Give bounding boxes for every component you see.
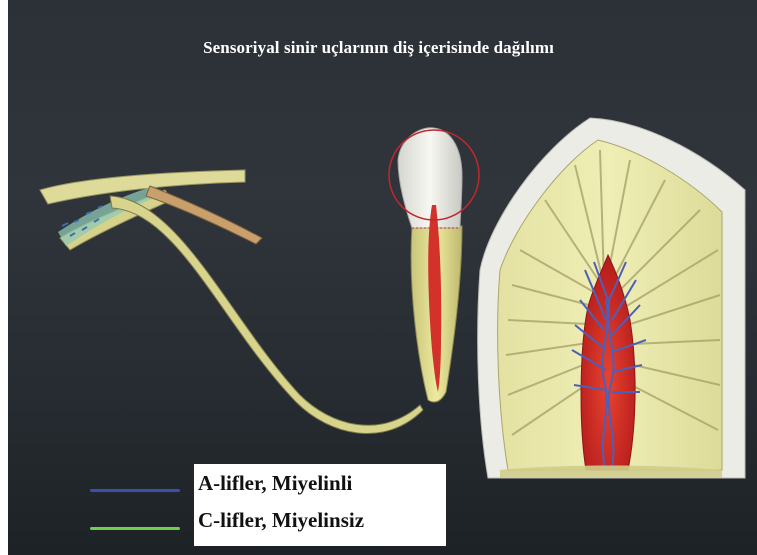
- legend-label-a-fibers: A-lifler, Miyelinli: [198, 467, 352, 499]
- legend: A-lifler, Miyelinli C-lifler, Miyelinsiz: [194, 464, 446, 546]
- tooth-small: [389, 128, 479, 402]
- legend-swatch-a-fibers: [90, 489, 180, 492]
- legend-swatch-c-fibers: [90, 527, 180, 530]
- nerve-bundle: [40, 170, 423, 434]
- legend-label-c-fibers: C-lifler, Miyelinsiz: [198, 504, 364, 536]
- tooth-cross-section: [478, 118, 745, 478]
